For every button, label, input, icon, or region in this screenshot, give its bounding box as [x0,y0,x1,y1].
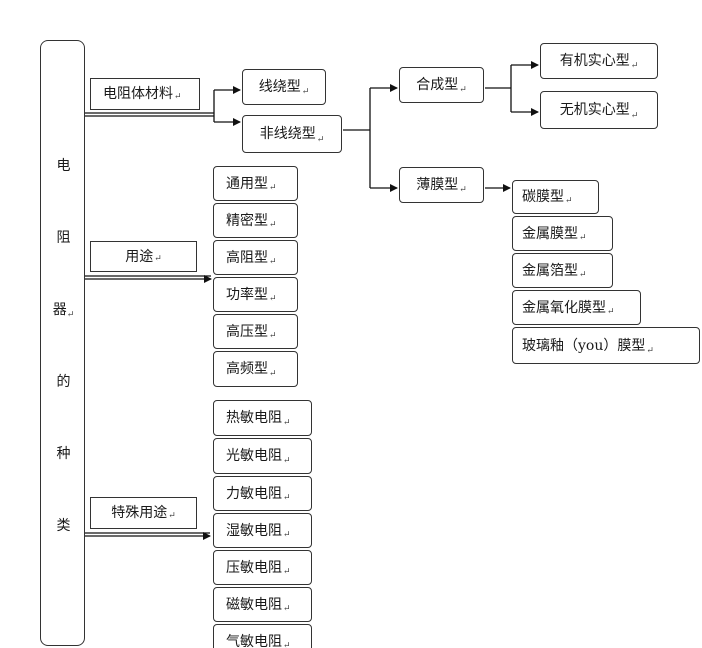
root-char: 种 [56,446,71,462]
special-type: 湿敏电阻↵ [213,513,312,548]
node-glass-glaze-film: 玻璃釉（you）膜型↵ [512,327,700,364]
special-type: 压敏电阻↵ [213,550,312,585]
node-carbon-film: 碳膜型↵ [512,180,599,214]
special-type: 气敏电阻↵ [213,624,312,648]
usage-type: 通用型↵ [213,166,298,201]
usage-type: 高压型↵ [213,314,298,349]
root-node: 电 阻 器↵ 的 种 类 [40,40,85,646]
node-wirewound: 线绕型↵ [242,69,326,105]
node-composite: 合成型↵ [399,67,484,103]
node-non-wirewound: 非线绕型↵ [242,115,342,153]
usage-type: 功率型↵ [213,277,298,312]
node-metal-oxide-film: 金属氧化膜型↵ [512,290,641,325]
node-thin-film: 薄膜型↵ [399,167,484,203]
root-char: 阻 [56,230,71,246]
category-usage: 用途↵ [90,241,197,272]
root-char: 的 [56,374,71,390]
node-metal-foil: 金属箔型↵ [512,253,613,288]
category-material: 电阻体材料↵ [90,78,200,110]
special-type: 光敏电阻↵ [213,438,312,474]
node-inorganic-solid: 无机实心型↵ [540,91,658,129]
special-type: 热敏电阻↵ [213,400,312,436]
special-type: 磁敏电阻↵ [213,587,312,622]
root-char: 类 [56,518,71,534]
node-metal-film: 金属膜型↵ [512,216,613,251]
usage-type: 高阻型↵ [213,240,298,275]
usage-type: 精密型↵ [213,203,298,238]
root-char: 电 [56,158,71,174]
usage-type: 高频型↵ [213,351,298,387]
node-organic-solid: 有机实心型↵ [540,43,658,79]
root-char: 器↵ [52,302,75,320]
category-special: 特殊用途↵ [90,497,197,529]
special-type: 力敏电阻↵ [213,476,312,511]
